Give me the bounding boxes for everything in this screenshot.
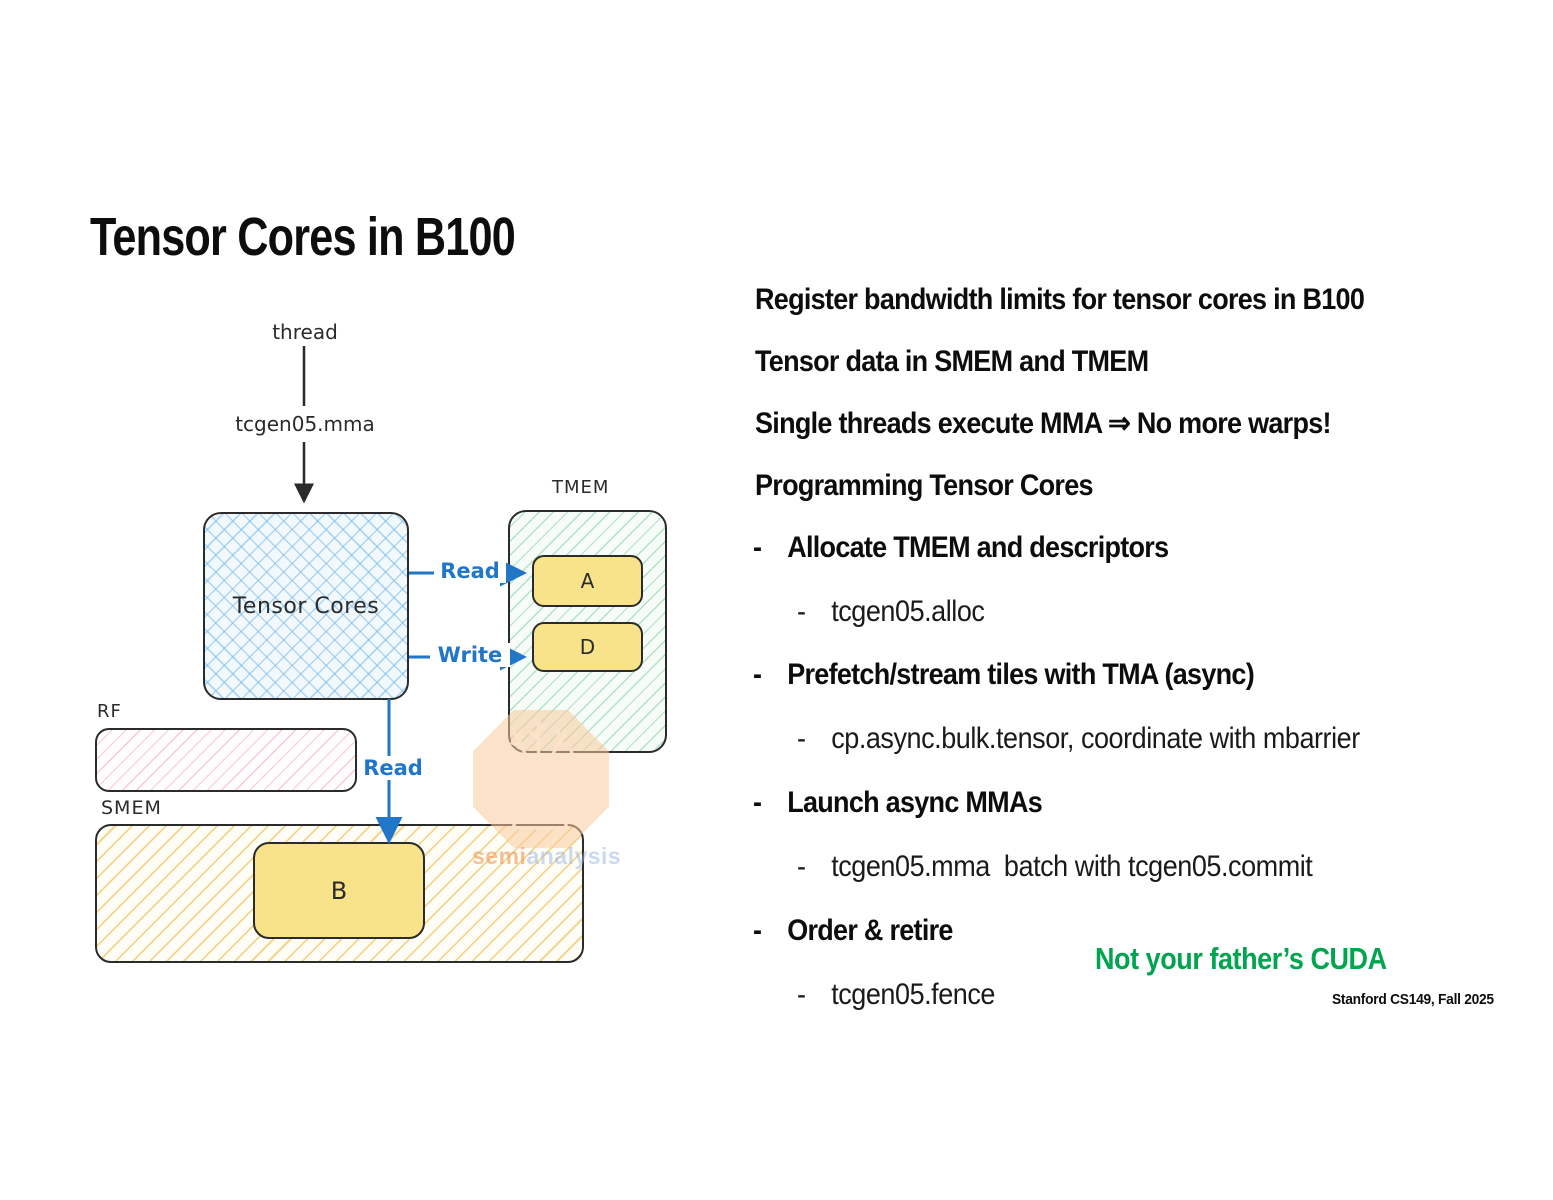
dash-bullet: -: [797, 850, 806, 883]
tmem-label: TMEM: [552, 477, 610, 498]
thread-label: thread: [272, 320, 338, 344]
list-item: Programming Tensor Cores: [755, 469, 1094, 502]
tile-a: A: [532, 555, 643, 607]
list-item: Single threads execute MMA ⇒ No more war…: [755, 407, 1332, 440]
footer-attribution: Stanford CS149, Fall 2025: [1332, 991, 1494, 1008]
list-item: Register bandwidth limits for tensor cor…: [755, 283, 1365, 316]
rf-box: [95, 728, 357, 792]
tcgen05-mma-label: tcgen05.mma: [235, 412, 375, 436]
dash-bullet: -: [797, 595, 806, 628]
list-item: -tcgen05.fence: [797, 978, 995, 1011]
dash-bullet: -: [797, 722, 806, 755]
list-item: -tcgen05.alloc: [797, 595, 985, 628]
list-item: Tensor data in SMEM and TMEM: [755, 345, 1149, 378]
list-item: -tcgen05.mma batch with tcgen05.commit: [797, 850, 1313, 883]
tensor-cores-box: Tensor Cores: [203, 512, 409, 700]
list-item: -Allocate TMEM and descriptors: [753, 531, 1169, 564]
page-title: Tensor Cores in B100: [90, 207, 516, 267]
smem-label: SMEM: [101, 797, 162, 819]
dash-bullet: -: [753, 658, 762, 691]
list-item: -Order & retire: [753, 914, 953, 947]
write-d-arrow-label: Write: [430, 643, 510, 667]
list-item: -Prefetch/stream tiles with TMA (async): [753, 658, 1255, 691]
callout-text: Not your father’s CUDA: [1095, 941, 1387, 976]
dash-bullet: -: [753, 531, 762, 564]
dash-bullet: -: [753, 914, 762, 947]
dash-bullet: -: [797, 978, 806, 1011]
list-item: -Launch async MMAs: [753, 786, 1043, 819]
tile-b: B: [253, 842, 425, 939]
list-item: -cp.async.bulk.tensor, coordinate with m…: [797, 722, 1360, 755]
read-b-arrow-label: Read: [357, 756, 429, 780]
read-a-arrow-label: Read: [434, 559, 506, 583]
tile-d: D: [532, 622, 643, 672]
tensor-cores-box-label: Tensor Cores: [232, 593, 380, 619]
rf-label: RF: [97, 701, 122, 722]
dash-bullet: -: [753, 786, 762, 819]
